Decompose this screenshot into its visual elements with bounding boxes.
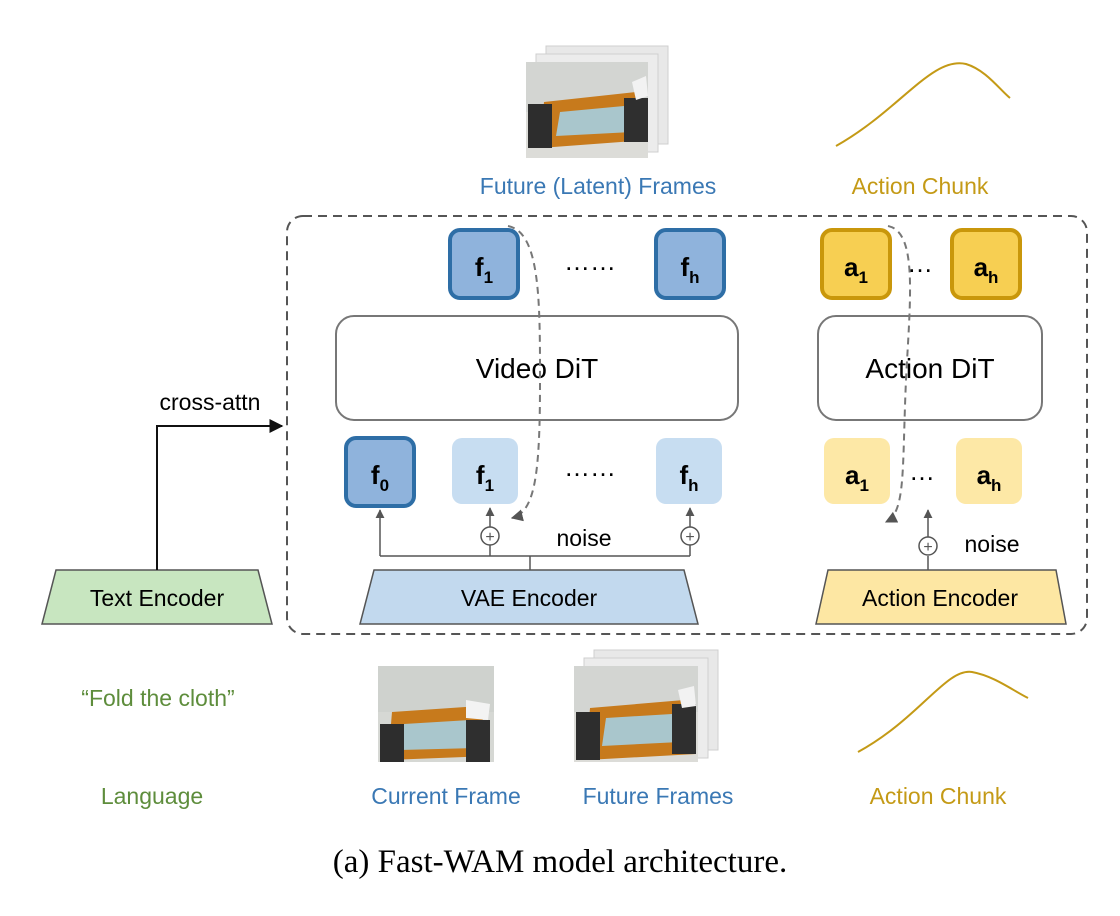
input-action-token-ah: ah [956,438,1022,504]
vae-encoder-block [359,569,699,625]
ellipsis-input-frames: …… [564,452,616,482]
input-frame-token-f0: f0 [344,436,416,508]
svg-text:+: + [485,529,494,546]
action-chunk-curve-bottom [857,670,1029,753]
future-latent-frames-image [526,45,669,158]
action-dit-block [817,315,1043,421]
video-dit-block [335,315,739,421]
figure-caption: (a) Fast-WAM model architecture. [333,844,788,880]
instruction-text: “Fold the cloth” [81,685,234,711]
svg-text:f1: f1 [476,460,494,495]
video-dit-label: Video DiT [476,353,598,384]
model-boundary [286,215,1088,635]
svg-text:ah: ah [974,252,999,287]
vae-encoder-label: VAE Encoder [461,585,598,611]
text-encoder-block [41,569,273,625]
input-frame-token-f1: f1 [452,438,518,504]
svg-text:a1: a1 [845,460,869,495]
input-action-token-a1: a1 [824,438,890,504]
ellipsis-output-frames: …… [564,246,616,276]
output-frame-token-f1: f1 [448,228,520,300]
future-frames-label: Future Frames [583,783,734,809]
svg-text:ah: ah [977,460,1002,495]
output-frame-token-fh: fh [654,228,726,300]
noise-add-node-f1: + [480,526,500,546]
cross-attn-arrow [156,419,284,570]
svg-text:fh: fh [680,252,699,287]
noise-label-action: noise [965,531,1020,557]
action-chunk-label-top: Action Chunk [852,173,989,199]
noise-add-node-fh: + [680,526,700,546]
action-dit-label: Action DiT [865,353,994,384]
svg-text:+: + [923,539,932,556]
output-action-token-ah: ah [950,228,1022,300]
svg-text:fh: fh [679,460,698,495]
svg-text:f0: f0 [371,460,389,495]
action-encoder-label: Action Encoder [862,585,1018,611]
action-attention-dashed-arrow [884,225,912,523]
language-label: Language [101,783,203,809]
svg-text:+: + [685,529,694,546]
vae-connector-lines [375,507,695,570]
current-frame-image [378,666,494,762]
action-encoder-block [815,569,1067,625]
input-frame-token-fh: fh [656,438,722,504]
noise-label-video: noise [557,525,612,551]
frame-attention-dashed-arrow [507,225,542,522]
current-frame-label: Current Frame [371,783,521,809]
future-latent-frames-label: Future (Latent) Frames [480,173,716,199]
future-frames-image [574,649,719,762]
output-action-token-a1: a1 [820,228,892,300]
text-encoder-label: Text Encoder [90,585,225,611]
cross-attn-label: cross-attn [160,389,261,415]
ellipsis-input-actions: … [909,456,935,486]
action-chunk-curve-top [835,62,1011,147]
ellipsis-output-actions: … [907,248,933,278]
svg-text:a1: a1 [844,252,868,287]
action-chunk-label-bottom: Action Chunk [870,783,1007,809]
noise-add-node-action: + [918,536,938,556]
svg-text:f1: f1 [475,252,493,287]
